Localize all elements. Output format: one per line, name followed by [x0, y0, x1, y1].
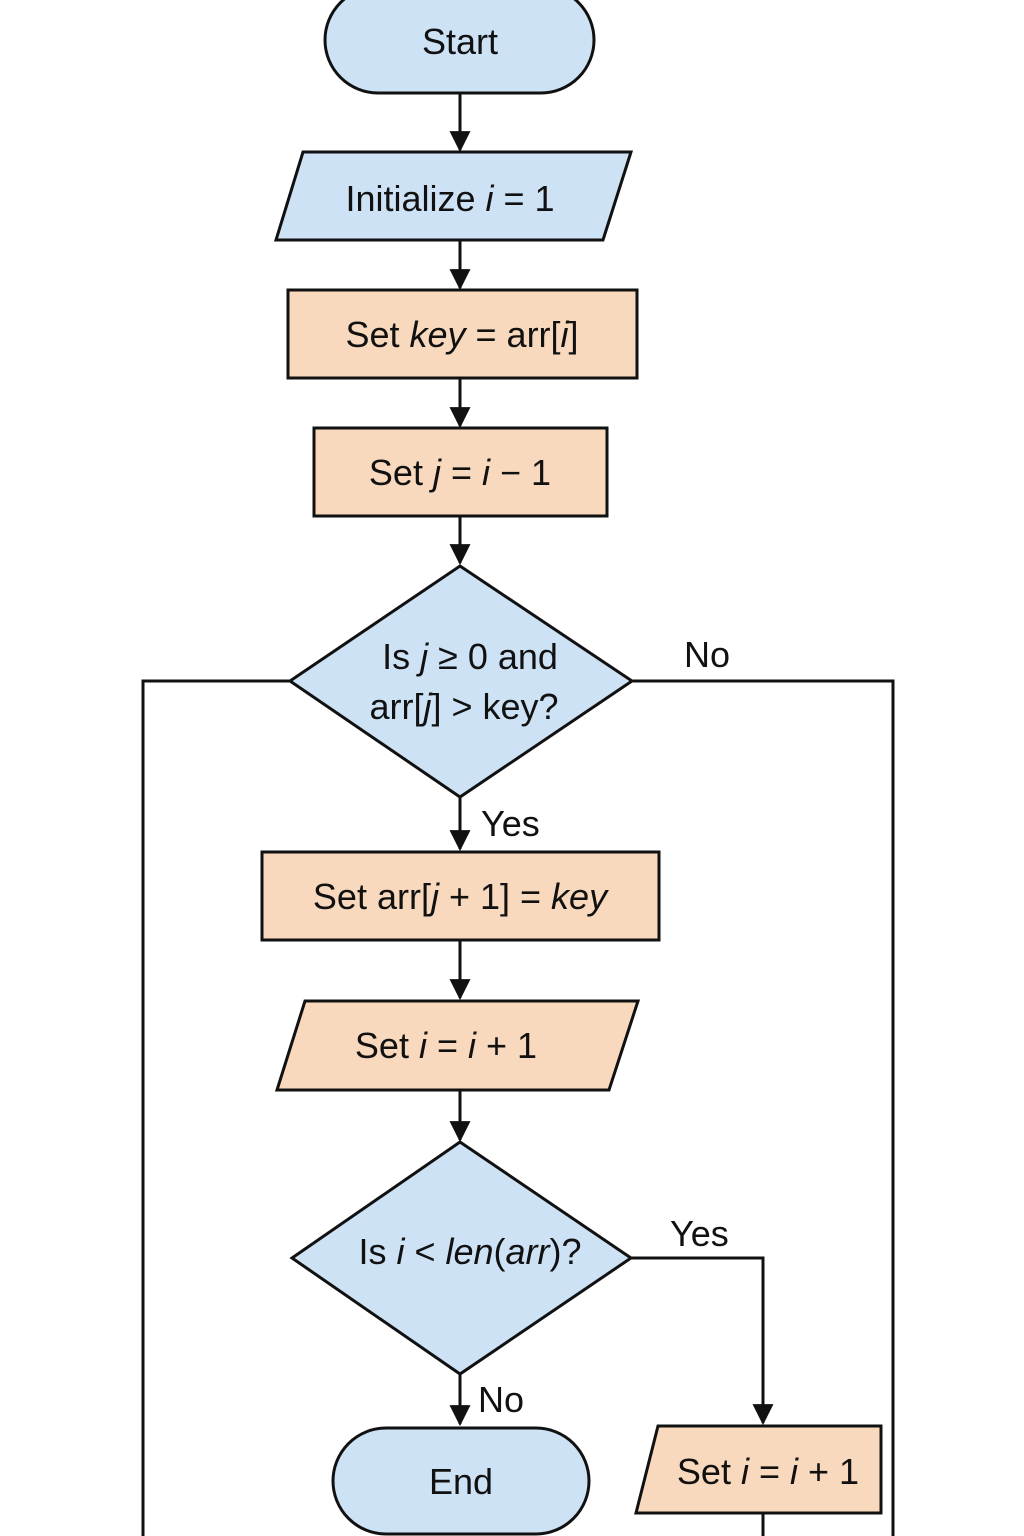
node-init-i: Initialize i = 1	[273, 150, 634, 242]
decision-len-diamond	[289, 1140, 634, 1376]
edge-labels: No Yes Yes No	[478, 634, 730, 1420]
end-terminal	[331, 1426, 591, 1536]
inc-i-label: Set i = i + 1	[355, 1025, 537, 1066]
edge-decision-left-loop	[141, 679, 290, 1536]
edges	[141, 93, 895, 1536]
decision-loop-diamond	[287, 564, 635, 799]
edge-label-len-yes: Yes	[670, 1213, 729, 1254]
init-parallelogram	[273, 150, 634, 242]
edge-label-loop-yes: Yes	[481, 803, 540, 844]
edge-label-len-no: No	[478, 1379, 524, 1420]
decision-len-label: Is i < len(arr)?	[358, 1231, 581, 1272]
end-label: End	[429, 1461, 493, 1502]
start-terminal	[323, 0, 596, 95]
edge-label-loop-no: No	[684, 634, 730, 675]
inc-i-right-parallelogram	[634, 1424, 883, 1515]
node-inc-i-right: Set i = i + 1	[634, 1424, 883, 1515]
node-end: End	[331, 1426, 591, 1536]
start-label: Start	[422, 21, 498, 62]
init-label: Initialize i = 1	[345, 178, 554, 219]
edge-decision-no-right	[632, 679, 895, 1536]
set-arr-box	[260, 850, 661, 942]
node-decision-len: Is i < len(arr)?	[289, 1140, 634, 1376]
set-j-box	[312, 426, 609, 518]
set-key-label: Set key = arr[i]	[345, 314, 578, 355]
node-start: Start	[323, 0, 596, 95]
node-inc-i: Set i = i + 1	[274, 999, 641, 1092]
decision-loop-line2: arr[j] > key?	[369, 686, 558, 727]
set-j-label: Set j = i − 1	[369, 452, 551, 493]
decision-loop-line1: Is j ≥ 0 and	[382, 636, 558, 677]
node-set-j: Set j = i − 1	[312, 426, 609, 518]
set-key-box	[286, 288, 639, 380]
inc-i-parallelogram	[274, 999, 641, 1092]
node-set-arr: Set arr[j + 1] = key	[260, 850, 661, 942]
node-set-key: Set key = arr[i]	[286, 288, 639, 380]
inc-i-right-label: Set i = i + 1	[677, 1451, 859, 1492]
edge-decisionlen-yes-to-inci-right	[631, 1256, 774, 1426]
node-decision-loop: Is j ≥ 0 and arr[j] > key?	[287, 564, 635, 799]
set-arr-label: Set arr[j + 1] = key	[313, 876, 609, 917]
